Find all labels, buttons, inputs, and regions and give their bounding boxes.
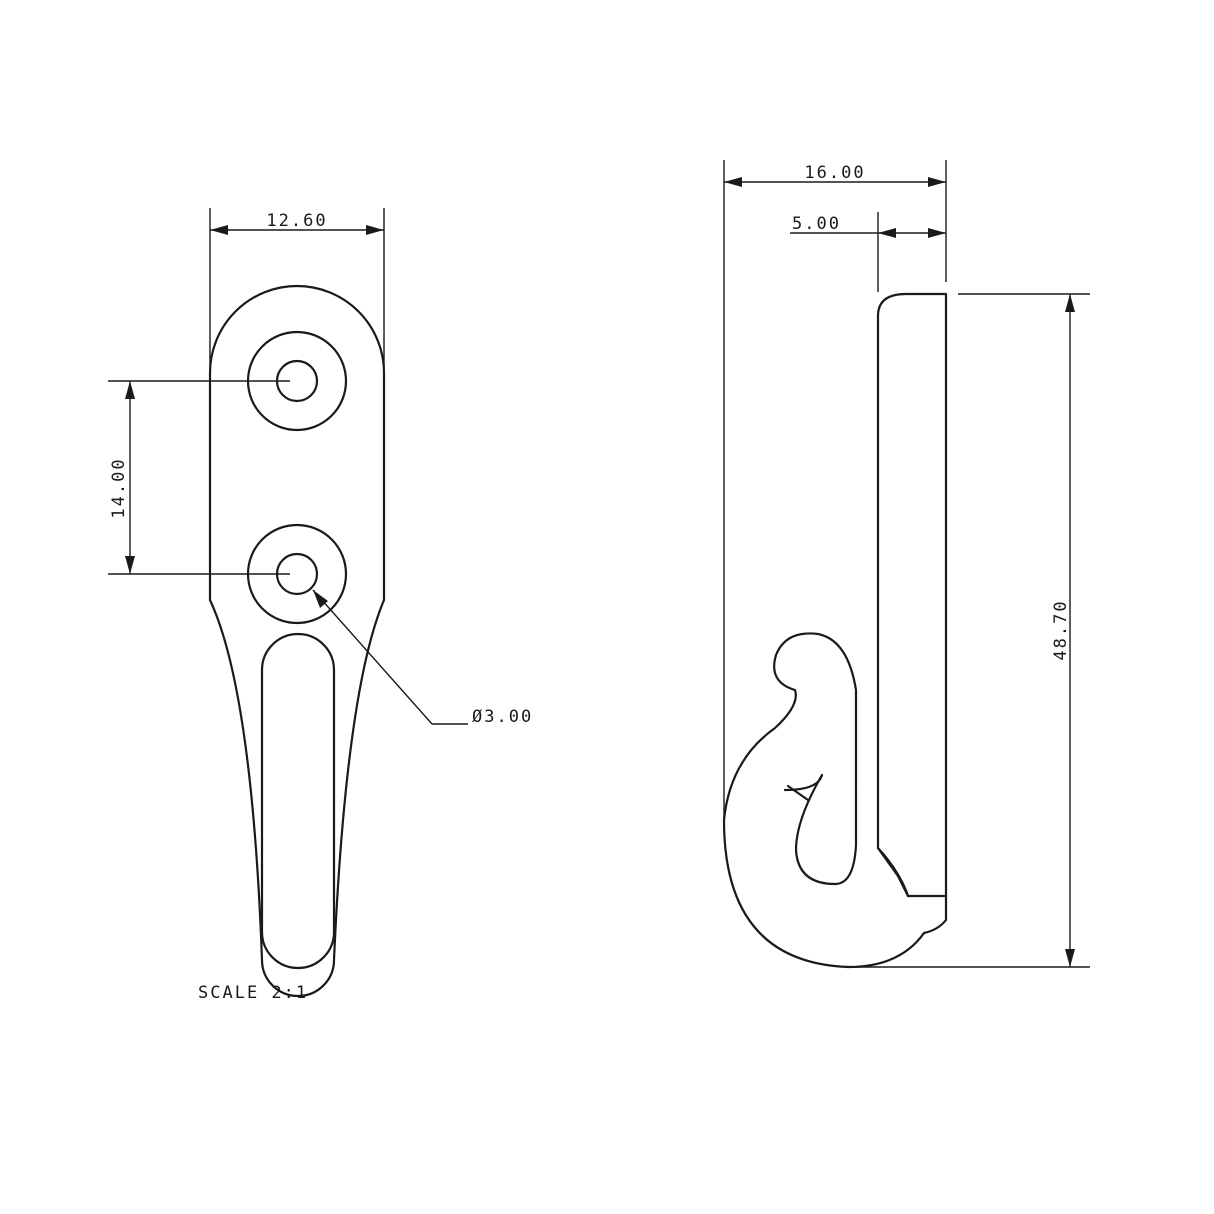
hole-spacing-dim-text: 14.00 [109, 457, 129, 518]
width-dimension: 12.60 [209, 208, 385, 372]
hole-spacing-dimension: 14.00 [108, 380, 290, 575]
overall-height-dim-text: 48.70 [1051, 599, 1071, 660]
side-view-hook [722, 632, 948, 969]
plate-thickness-dim-text: 5.00 [792, 214, 841, 234]
hook-slot [260, 632, 336, 970]
overall-width-dim-text: 16.00 [804, 163, 865, 183]
plate-thickness-dimension: 5.00 [790, 212, 946, 292]
hole-diameter-dim-text: Ø3.00 [472, 707, 533, 727]
overall-width-dimension: 16.00 [723, 160, 947, 820]
overall-height-dimension: 48.70 [850, 293, 1090, 968]
side-view-plate-joint [876, 846, 910, 898]
front-view-outline [208, 284, 386, 998]
side-view: 16.00 5.00 48.70 [722, 160, 1090, 969]
side-view-plate [876, 292, 948, 898]
scale-note: SCALE 2:1 [198, 983, 308, 1003]
front-view: 12.60 14.00 Ø3.00 SCALE 2:1 [108, 208, 533, 1003]
side-view-edge-line [786, 784, 810, 802]
hole-diameter-leader: Ø3.00 [312, 589, 533, 727]
width-dim-text: 12.60 [266, 211, 327, 231]
